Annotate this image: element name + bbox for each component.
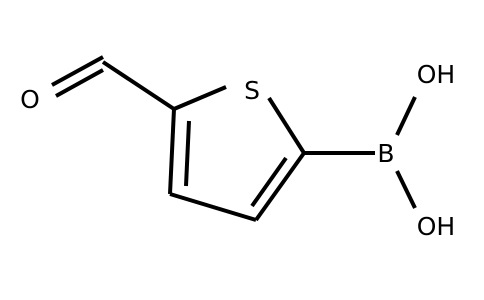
atom-label-hydroxyl-top: OH — [417, 60, 455, 89]
bond-b-oh-top — [395, 96, 417, 136]
bond-carbonyl-b — [55, 68, 104, 98]
atom-label-sulfur: S — [244, 76, 260, 105]
bond-cho-ring — [101, 60, 176, 111]
atom-label-hydroxyl-bottom: OH — [417, 212, 455, 241]
bond-c3-c2-inner — [184, 120, 191, 187]
bond-c5-c4-inner — [250, 156, 288, 208]
bond-c5-c4 — [254, 151, 306, 222]
atom-label-boron: B — [377, 139, 394, 168]
bond-c2-s — [173, 85, 227, 111]
bond-carbonyl-a — [51, 55, 104, 87]
bond-b-oh-bottom — [395, 170, 417, 209]
bond-c3-c2 — [168, 108, 176, 195]
bond-c4-c3 — [169, 192, 257, 222]
bond-s-c5 — [267, 96, 306, 155]
atom-label-oxygen: O — [20, 85, 40, 114]
